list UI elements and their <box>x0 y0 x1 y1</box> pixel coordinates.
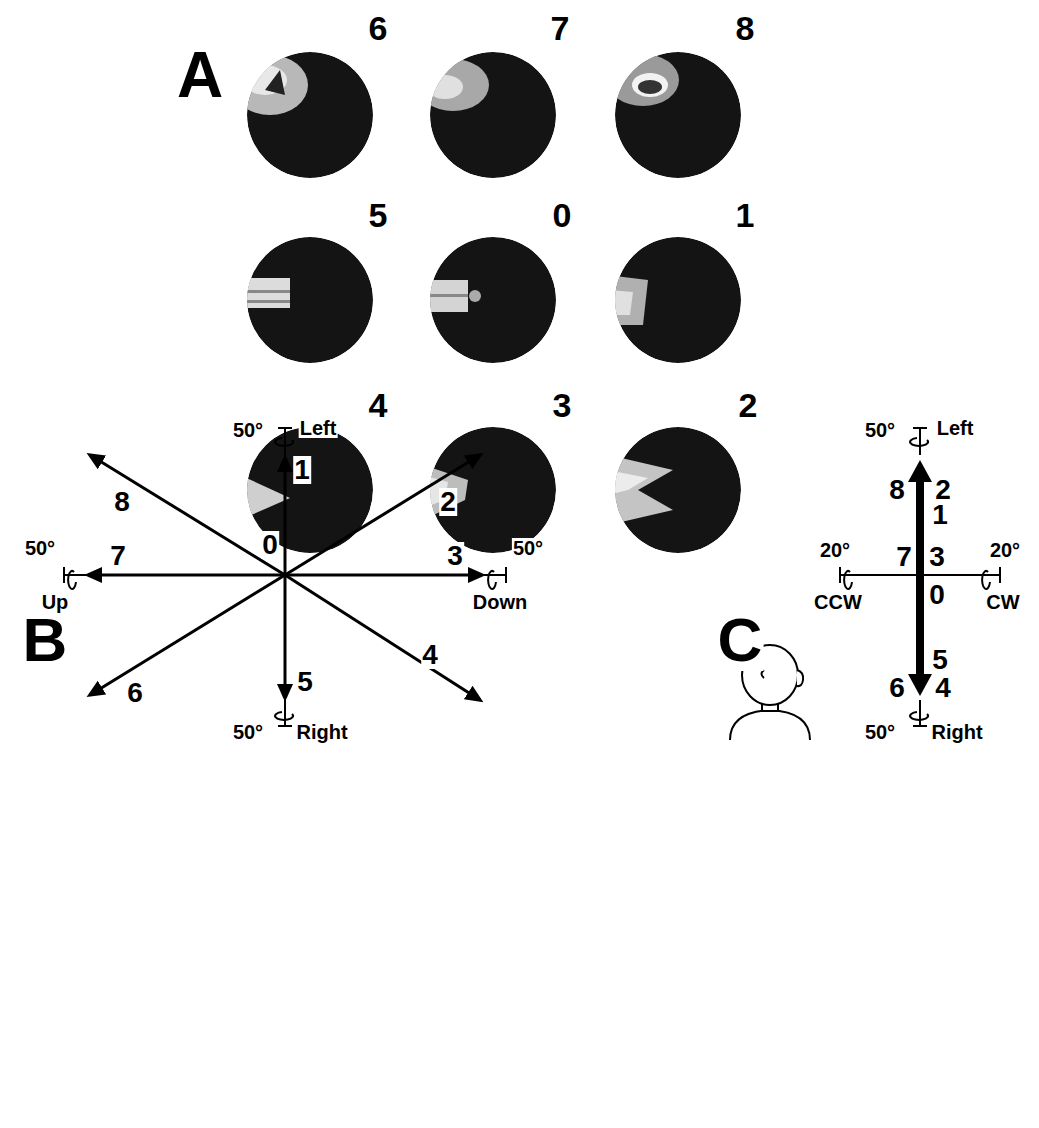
callout-number: 6 <box>888 674 906 702</box>
callout-number: 2 <box>738 388 759 422</box>
callout-number: Left <box>299 418 338 438</box>
callout-number: 8 <box>735 11 756 45</box>
callout-number: 50° <box>232 420 264 440</box>
callout-number: 1 <box>931 501 949 529</box>
callout-number: 50° <box>232 722 264 742</box>
callout-number: 7 <box>550 11 571 45</box>
callout-number: 2 <box>439 488 457 516</box>
callout-number: CW <box>985 592 1020 612</box>
eye-image <box>232 52 741 553</box>
panel-letter: B <box>22 609 69 671</box>
callout-number: 6 <box>368 11 389 45</box>
callout-number: 6 <box>126 679 144 707</box>
callout-number: 20° <box>819 540 851 560</box>
axis-arrows <box>840 428 1000 726</box>
panel-letter: A <box>176 43 224 107</box>
callout-number: 5 <box>931 646 949 674</box>
callout-number: 20° <box>989 540 1021 560</box>
callout-number: Left <box>936 418 975 438</box>
callout-number: 50° <box>24 538 56 558</box>
callout-number: 8 <box>113 488 131 516</box>
callout-number: 3 <box>446 542 464 570</box>
callout-number: 0 <box>261 531 279 559</box>
callout-number: 2 <box>934 476 952 504</box>
callout-number: 4 <box>421 641 439 669</box>
direction-arrows <box>88 455 482 700</box>
callout-number: 50° <box>512 538 544 558</box>
callout-number: 7 <box>109 542 127 570</box>
callout-number: 5 <box>368 198 389 232</box>
callout-number: Up <box>41 592 70 612</box>
callout-number: 3 <box>552 388 573 422</box>
callout-number: 0 <box>552 198 573 232</box>
callout-number: 0 <box>928 581 946 609</box>
callout-number: Down <box>472 592 528 612</box>
callout-number: 8 <box>888 476 906 504</box>
callout-number: 1 <box>735 198 756 232</box>
callout-number: 50° <box>864 420 896 440</box>
callout-number: 4 <box>934 674 952 702</box>
callout-number: 50° <box>864 722 896 742</box>
callout-number: 3 <box>928 543 946 571</box>
panel-letter: C <box>717 609 764 671</box>
callout-number: 1 <box>293 456 311 484</box>
callout-number: 5 <box>296 668 314 696</box>
callout-number: 7 <box>895 543 913 571</box>
rotation-symbol <box>64 428 506 726</box>
callout-number: Right <box>295 722 348 742</box>
callout-number: Right <box>930 722 983 742</box>
callout-number: 4 <box>368 388 389 422</box>
callout-number: CCW <box>813 592 863 612</box>
